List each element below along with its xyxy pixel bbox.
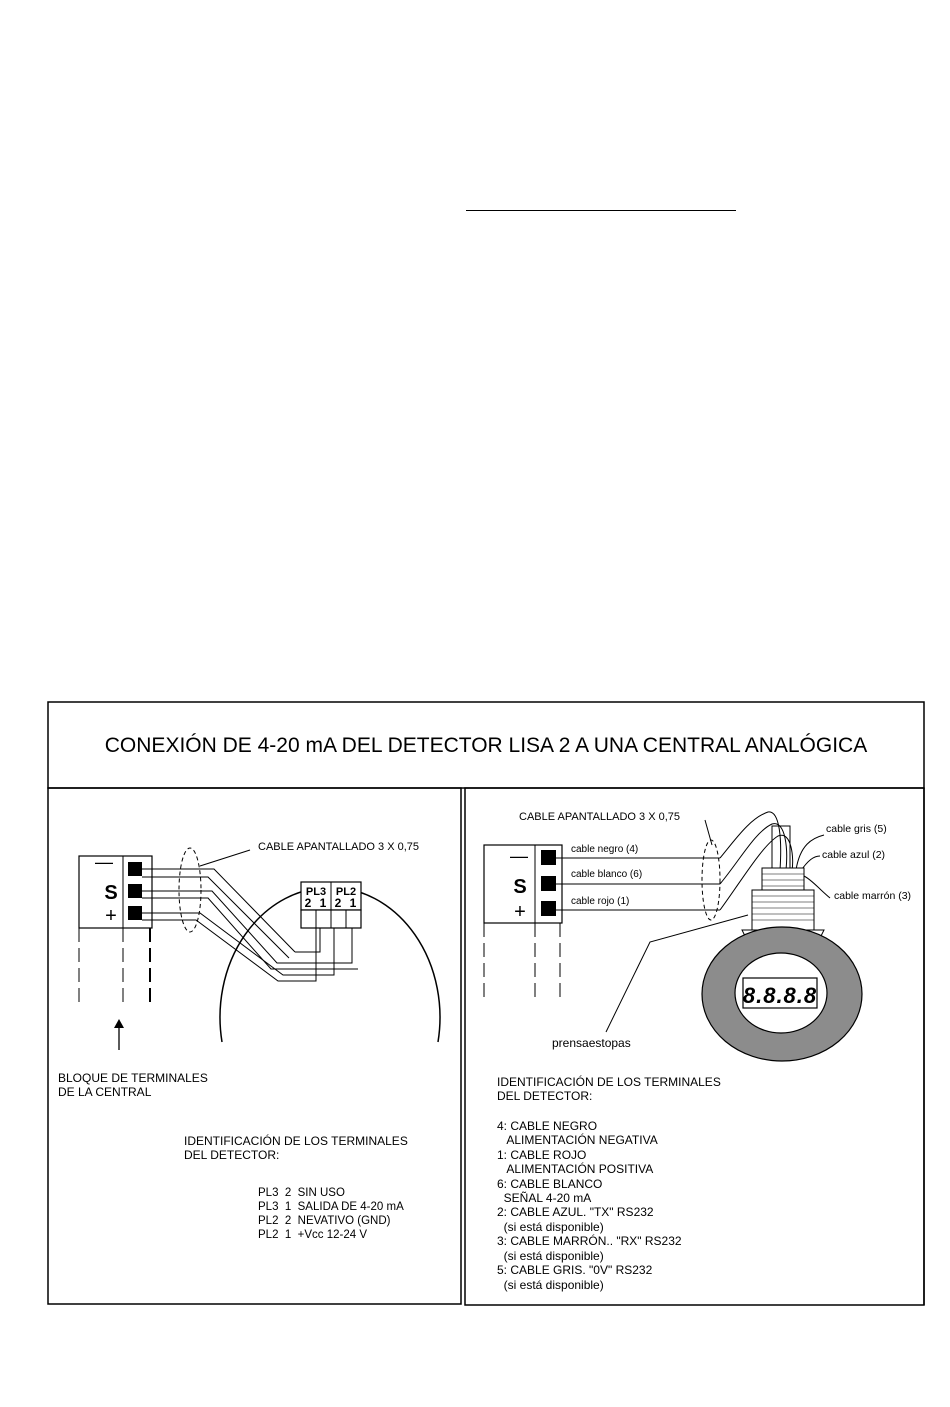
- negative-symbol-right: —: [510, 846, 528, 866]
- negative-symbol: —: [95, 852, 113, 872]
- left-id-title-2: DEL DETECTOR:: [184, 1148, 279, 1162]
- central-terminal-block-right: [483, 844, 563, 1000]
- loose-wire-brown: cable marrón (3): [834, 890, 911, 902]
- display-digits: 8.8.8.8: [743, 983, 817, 1008]
- pin-pl2-2: 2: [335, 896, 342, 910]
- pin-pl2-1: 1: [350, 896, 357, 910]
- right-id-line-11: 5: CABLE GRIS. "0V" RS232: [497, 1263, 653, 1277]
- detector-body: [701, 926, 863, 1062]
- block-label-line-1: BLOQUE DE TERMINALES: [58, 1071, 208, 1085]
- right-id-line-5: 6: CABLE BLANCO: [497, 1177, 602, 1191]
- positive-symbol: +: [105, 905, 117, 927]
- right-id-line-10: (si está disponible): [497, 1249, 604, 1263]
- right-id-line-1: 4: CABLE NEGRO: [497, 1119, 597, 1133]
- gland-label: prensaestopas: [552, 1036, 631, 1050]
- pin-pl3-1: 1: [320, 896, 327, 910]
- right-id-line-7: 2: CABLE AZUL. "TX" RS232: [497, 1205, 654, 1219]
- signal-symbol: S: [104, 882, 117, 904]
- wire-positive: [142, 912, 335, 976]
- wire-signal: [142, 890, 353, 964]
- pin-pl3-2: 2: [305, 896, 312, 910]
- signal-symbol-right: S: [513, 876, 526, 898]
- left-id-line-3: PL2 2 NEVATIVO (GND): [258, 1215, 391, 1227]
- left-id-line-2: PL3 1 SALIDA DE 4-20 mA: [258, 1201, 404, 1213]
- wire-label-red: cable rojo (1): [571, 896, 629, 907]
- detector-connector: [300, 881, 362, 929]
- right-id-line-2: ALIMENTACIÓN NEGATIVA: [497, 1132, 658, 1147]
- left-panel: [47, 787, 462, 1305]
- wire-label-black: cable negro (4): [571, 844, 638, 855]
- right-id-title-2: DEL DETECTOR:: [497, 1089, 592, 1103]
- header-rule: [466, 210, 736, 211]
- positive-symbol-right: +: [514, 901, 526, 923]
- right-id-line-6: SEÑAL 4-20 mA: [497, 1191, 591, 1205]
- block-label-line-2: DE LA CENTRAL: [58, 1085, 152, 1099]
- loose-wire-blue: cable azul (2): [822, 849, 885, 861]
- wire-label-white: cable blanco (6): [571, 869, 642, 880]
- left-cable-label: CABLE APANTALLADO 3 X 0,75: [258, 841, 419, 853]
- cable-shield-ellipse: [178, 847, 202, 933]
- right-id-line-12: (si está disponible): [497, 1278, 604, 1292]
- left-id-line-4: PL2 1 +Vcc 12-24 V: [258, 1229, 367, 1241]
- left-id-title-1: IDENTIFICACIÓN DE LOS TERMINALES: [184, 1133, 408, 1148]
- diagram-title: CONEXIÓN DE 4-20 mA DEL DETECTOR LISA 2 …: [105, 734, 867, 757]
- wire-negative: [142, 868, 296, 953]
- left-id-line-1: PL3 2 SIN USO: [258, 1187, 345, 1199]
- cable-shield-ellipse-right: [701, 839, 721, 921]
- right-id-line-3: 1: CABLE ROJO: [497, 1148, 586, 1162]
- central-terminal-block: [78, 855, 153, 1004]
- pl3-label: PL3: [306, 886, 326, 898]
- cable-leader: [199, 849, 251, 867]
- right-id-title-1: IDENTIFICACIÓN DE LOS TERMINALES: [497, 1074, 721, 1089]
- right-panel: [464, 787, 925, 1306]
- loose-wire-grey: cable gris (5): [826, 823, 887, 835]
- right-id-line-8: (si está disponible): [497, 1220, 604, 1234]
- pl2-label: PL2: [336, 886, 356, 898]
- right-cable-label: CABLE APANTALLADO 3 X 0,75: [519, 811, 680, 823]
- right-id-line-4: ALIMENTACIÓN POSITIVA: [497, 1161, 653, 1176]
- right-id-line-9: 3: CABLE MARRÓN.. "RX" RS232: [497, 1233, 682, 1248]
